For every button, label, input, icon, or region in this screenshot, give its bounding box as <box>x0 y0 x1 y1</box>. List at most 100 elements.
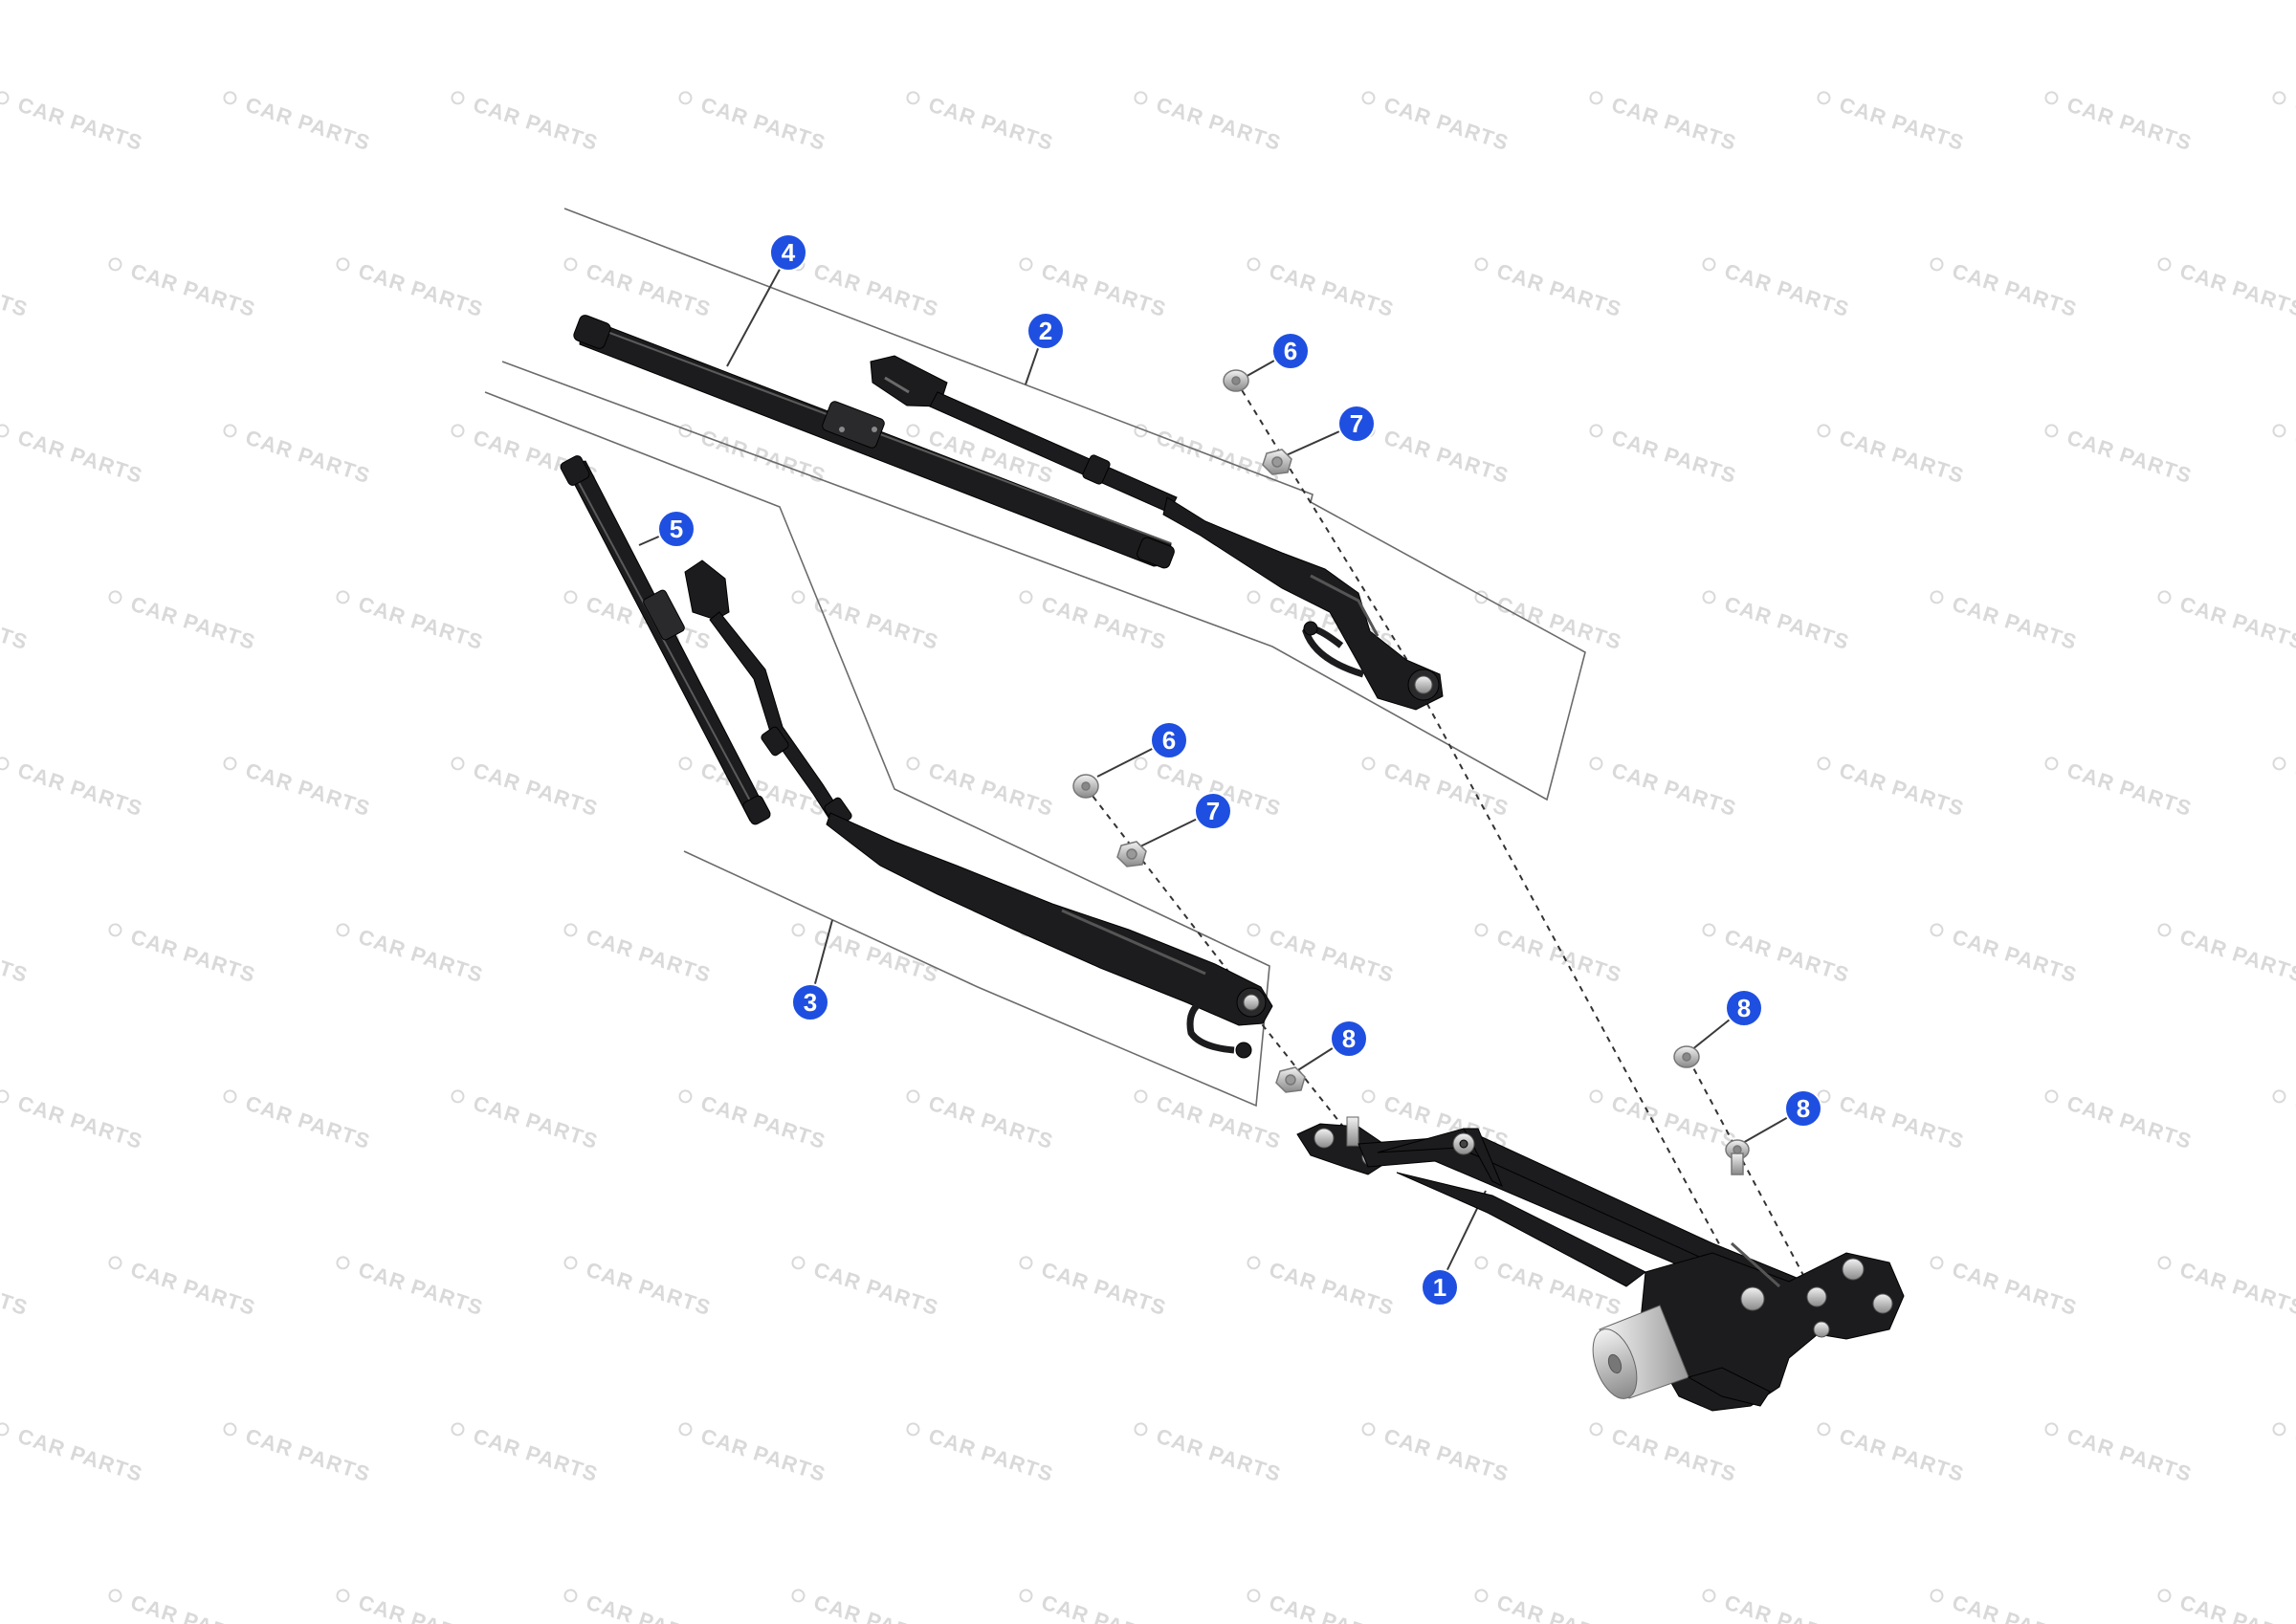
watermark-text: CAR PARTS <box>1494 1591 1625 1624</box>
watermark-logo-icon <box>1930 257 1944 272</box>
callout-1-marker[interactable]: 1 <box>1421 1268 1459 1306</box>
watermark-text: CAR PARTS <box>698 93 829 156</box>
watermark: CAR PARTS <box>0 1591 31 1624</box>
watermark-logo-icon <box>2044 1089 2059 1104</box>
watermark: CAR PARTS <box>451 1089 601 1153</box>
watermark-text: CAR PARTS <box>243 93 374 156</box>
watermark-logo-icon <box>1361 91 1376 105</box>
watermark-text: CAR PARTS <box>471 758 602 822</box>
watermark: CAR PARTS <box>1589 424 1739 488</box>
watermark-logo-icon <box>0 757 10 771</box>
watermark-logo-icon <box>678 1089 693 1104</box>
watermark: CAR PARTS <box>108 923 258 987</box>
watermark-text: CAR PARTS <box>243 758 374 822</box>
watermark-logo-icon <box>0 424 10 438</box>
watermark-text: CAR PARTS <box>1381 426 1512 489</box>
watermark: CAR PARTS <box>1019 257 1169 321</box>
watermark-logo-icon <box>1247 257 1261 272</box>
callout-number: 8 <box>1797 1094 1810 1123</box>
callout-8-marker[interactable]: 8 <box>1725 989 1763 1027</box>
watermark: CAR PARTS <box>0 1422 145 1486</box>
assembly-frames <box>484 208 1586 1108</box>
callout-badge <box>1725 989 1763 1027</box>
watermark-text: CAR PARTS <box>698 426 829 489</box>
callout-6-marker[interactable]: 6 <box>1271 332 1310 370</box>
watermark: CAR PARTS <box>791 1256 941 1320</box>
watermark-text: CAR PARTS <box>1267 1258 1398 1321</box>
watermark: CAR PARTS <box>563 257 714 321</box>
watermark: CAR PARTS <box>563 923 714 987</box>
callout-7-marker[interactable]: 7 <box>1194 792 1232 830</box>
watermark: CAR PARTS <box>2157 257 2296 321</box>
watermark-text: CAR PARTS <box>926 93 1057 156</box>
watermark-logo-icon <box>563 1589 578 1603</box>
watermark-logo-icon <box>1134 757 1148 771</box>
watermark-logo-icon <box>1930 1589 1944 1603</box>
watermark-text: CAR PARTS <box>2292 1091 2296 1154</box>
callout-8-marker[interactable]: 8 <box>1330 1020 1368 1058</box>
watermark-text: CAR PARTS <box>1609 758 1740 822</box>
callout-3-marker[interactable]: 3 <box>791 983 829 1021</box>
watermark-logo-icon <box>2272 757 2286 771</box>
watermark: CAR PARTS <box>0 757 145 821</box>
watermark-logo-icon <box>2044 757 2059 771</box>
watermark-logo-icon <box>1361 757 1376 771</box>
leader-4 <box>726 252 789 367</box>
callout-4-marker[interactable]: 4 <box>769 233 807 272</box>
watermark-logo-icon <box>223 757 237 771</box>
watermark-text: CAR PARTS <box>471 93 602 156</box>
watermark-logo-icon <box>0 91 10 105</box>
watermark-text: CAR PARTS <box>356 1258 487 1321</box>
watermark: CAR PARTS <box>2044 757 2195 821</box>
watermark-logo-icon <box>1361 1422 1376 1437</box>
watermark-logo-icon <box>1930 590 1944 604</box>
cap-nut-upper <box>1223 369 1249 392</box>
watermark: CAR PARTS <box>1134 1422 1284 1486</box>
watermark: CAR PARTS <box>1247 923 1397 987</box>
watermark: CAR PARTS <box>223 91 374 156</box>
watermark-text: CAR PARTS <box>811 925 942 988</box>
callout-5-marker[interactable]: 5 <box>657 510 695 548</box>
watermark-text: CAR PARTS <box>811 1591 942 1624</box>
watermark-layer: CAR PARTS CAR PARTS CAR PARTS CAR PARTS CAR … <box>0 91 2296 1624</box>
watermark: CAR PARTS <box>108 1256 258 1320</box>
watermark-logo-icon <box>1702 1589 1716 1603</box>
callout-number: 3 <box>804 988 817 1017</box>
watermark: CAR PARTS <box>1019 1589 1170 1624</box>
watermark-logo-icon <box>1019 590 1033 604</box>
watermark: CAR PARTS <box>451 1422 601 1486</box>
watermark: CAR PARTS <box>0 424 145 488</box>
callout-number: 7 <box>1350 409 1363 438</box>
watermark-logo-icon <box>2044 424 2059 438</box>
watermark-logo-icon <box>108 590 122 604</box>
callout-badge <box>1271 332 1310 370</box>
watermark: CAR PARTS <box>1817 91 1967 155</box>
watermark-text: CAR PARTS <box>1039 1591 1170 1624</box>
watermark-text: CAR PARTS <box>2177 925 2296 988</box>
callout-2-marker[interactable]: 2 <box>1027 312 1065 350</box>
watermark: CAR PARTS <box>678 91 829 156</box>
nut-upper <box>1262 449 1292 475</box>
watermark: CAR PARTS <box>1361 757 1512 821</box>
watermark-text: CAR PARTS <box>0 925 31 988</box>
watermark-logo-icon <box>1019 257 1033 272</box>
watermark: CAR PARTS <box>678 1422 828 1486</box>
watermark-logo-icon <box>2157 257 2172 272</box>
bolt-motor-lower <box>1725 1139 1750 1175</box>
watermark-text: CAR PARTS <box>2177 592 2296 655</box>
watermark-logo-icon <box>1247 1589 1261 1603</box>
watermark-text: CAR PARTS <box>0 259 31 322</box>
callout-7-marker[interactable]: 7 <box>1337 405 1376 443</box>
watermark: CAR PARTS <box>1930 1589 2080 1624</box>
watermark: CAR PARTS <box>1589 91 1739 155</box>
left-wiper-arm <box>684 560 1273 1059</box>
watermark-logo-icon <box>906 91 920 105</box>
callout-6-marker[interactable]: 6 <box>1150 721 1188 759</box>
callout-8-marker[interactable]: 8 <box>1784 1089 1822 1128</box>
watermark-logo-icon <box>791 1589 806 1603</box>
watermark-text: CAR PARTS <box>356 259 487 322</box>
watermark-text: CAR PARTS <box>811 259 942 322</box>
watermark-logo-icon <box>1474 257 1489 272</box>
watermark: CAR PARTS <box>2157 923 2296 988</box>
watermark: CAR PARTS <box>1817 1089 1967 1153</box>
